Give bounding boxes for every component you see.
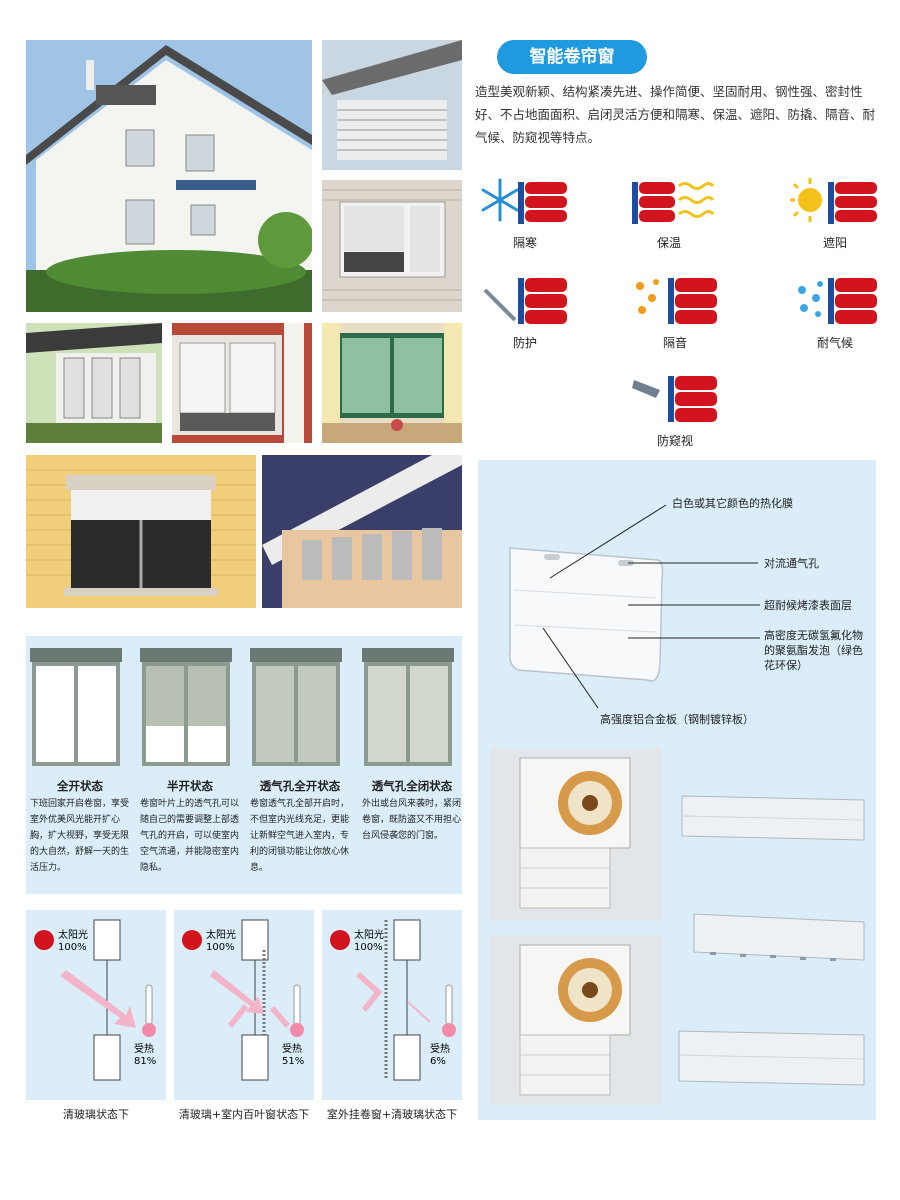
feature-weather: 耐气候 [780,270,890,351]
porch-photo [26,323,162,443]
sun-percent: 100% [58,942,87,953]
feature-label: 隔音 [662,336,687,350]
interior-window-photo [322,323,462,443]
pry-bar-icon [483,278,567,324]
slat-profile-3 [678,1030,865,1086]
roof-shutter-photo [322,40,462,170]
sun-icon [790,178,877,224]
feature-label: 保温 [656,236,681,250]
heat-diagram-outdoor-shutter: 太阳光 100% 受热 6% [322,910,462,1100]
yellow-brick-window-photo [26,455,256,608]
state-half-open: 半开状态 卷窗叶片上的透气孔可以随自己的需要调整上部透气孔的开启，可以使室内空气… [140,648,240,876]
slat-cross-section [508,504,760,709]
brick-shutter-photo [322,180,462,312]
feature-label: 防窥视 [656,434,693,448]
sun-dot-icon [34,930,54,950]
callout-plate: 高强度铝合金板（钢制镀锌板） [600,713,754,726]
intro-text: 造型美观新颖、结构紧凑先进、操作简便、坚固耐用、钢性强、密封性好、不占地面面积、… [475,84,876,145]
feature-soundproof: 隔音 [620,270,730,351]
feature-label: 隔寒 [512,236,537,250]
snowflake-icon [481,178,567,224]
callout-coating: 超耐候烤漆表面层 [764,599,852,612]
sun-dot-icon [330,930,350,950]
window-vents-closed-icon [362,648,454,766]
vented-shutter-photo [262,455,462,608]
slat-profile-1 [681,795,865,841]
sun-percent: 100% [206,942,235,953]
house-photo [26,40,312,312]
heat-label: 受热 [430,1042,450,1055]
callout-vent: 对流通气孔 [764,557,819,570]
section-title: 智能卷帘窗 [497,40,647,74]
shutter-box-photo-1 [490,748,662,920]
sun-dot-icon [182,930,202,950]
heat-label: 受热 [282,1042,302,1055]
heat-percent: 6% [430,1056,446,1067]
column-window-photo [172,323,312,443]
diagram-caption: 清玻璃+室内百叶窗状态下 [178,1108,310,1121]
shutter-box-photo-2 [490,935,662,1105]
state-desc: 下班回家开启卷窗，享受室外优美风光能开扩心胸，扩大视野，享受无限的大自然，舒解一… [30,799,130,873]
sun-percent: 100% [354,942,383,953]
sun-label: 太阳光 [354,928,384,941]
state-title: 半开状态 [167,779,213,793]
state-title: 透气孔全闭状态 [371,779,453,793]
diagram-caption: 室外挂卷窗+清玻璃状态下 [326,1108,458,1121]
feature-label: 耐气候 [816,336,853,350]
sun-label: 太阳光 [206,928,236,941]
heat-percent: 81% [134,1056,156,1067]
state-desc: 外出或台风来袭时，紧闭卷窗，既防盗又不用担心台风侵袭您的门窗。 [362,799,462,841]
state-title: 全开状态 [57,779,103,793]
state-desc: 卷窗叶片上的透气孔可以随自己的需要调整上部透气孔的开启，可以使室内空气流通，并能… [140,799,240,873]
state-full-open: 全开状态 下班回家开启卷窗，享受室外优美风光能开扩心胸，扩大视野，享受无限的大自… [30,648,130,876]
feature-protection: 防护 [470,270,580,351]
feature-warmth: 保温 [614,170,724,251]
heat-label: 受热 [134,1042,154,1055]
state-title: 透气孔全开状态 [259,779,341,793]
state-vents-closed: 透气孔全闭状态 外出或台风来袭时，紧闭卷窗，既防盗又不用担心台风侵袭您的门窗。 [362,648,462,844]
heat-percent: 51% [282,1056,304,1067]
feature-privacy: 防窥视 [620,368,730,449]
window-vents-open-icon [250,648,342,766]
sound-icon [636,278,717,324]
heat-diagram-clear-glass: 太阳光 100% 受热 81% [26,910,166,1100]
state-desc: 卷窗透气孔全部开启时，不但室内光线充足，更能让新鲜空气进入室内，专利的闭锁功能让… [250,799,350,873]
feature-insulation: 隔寒 [470,170,580,251]
raindrop-icon [798,278,877,324]
callout-foam: 高密度无碳氢氟化物的聚氨酯发泡（绿色花环保） [764,629,863,672]
slat-profile-2 [693,913,865,961]
feature-label: 遮阳 [822,236,847,250]
state-vents-open: 透气孔全开状态 卷窗透气孔全部开启时，不但室内光线充足，更能让新鲜空气进入室内，… [250,648,350,876]
callout-film: 白色或其它颜色的热化膜 [672,497,793,510]
window-full-open-icon [30,648,122,766]
sun-label: 太阳光 [58,928,88,941]
feature-sunshade: 遮阳 [780,170,890,251]
feature-label: 防护 [512,336,537,350]
heat-wave-icon [632,182,714,224]
flashlight-icon [632,376,717,422]
diagram-caption: 清玻璃状态下 [63,1108,129,1121]
window-half-open-icon [140,648,232,766]
heat-diagram-indoor-blinds: 太阳光 100% 受热 51% [174,910,314,1100]
